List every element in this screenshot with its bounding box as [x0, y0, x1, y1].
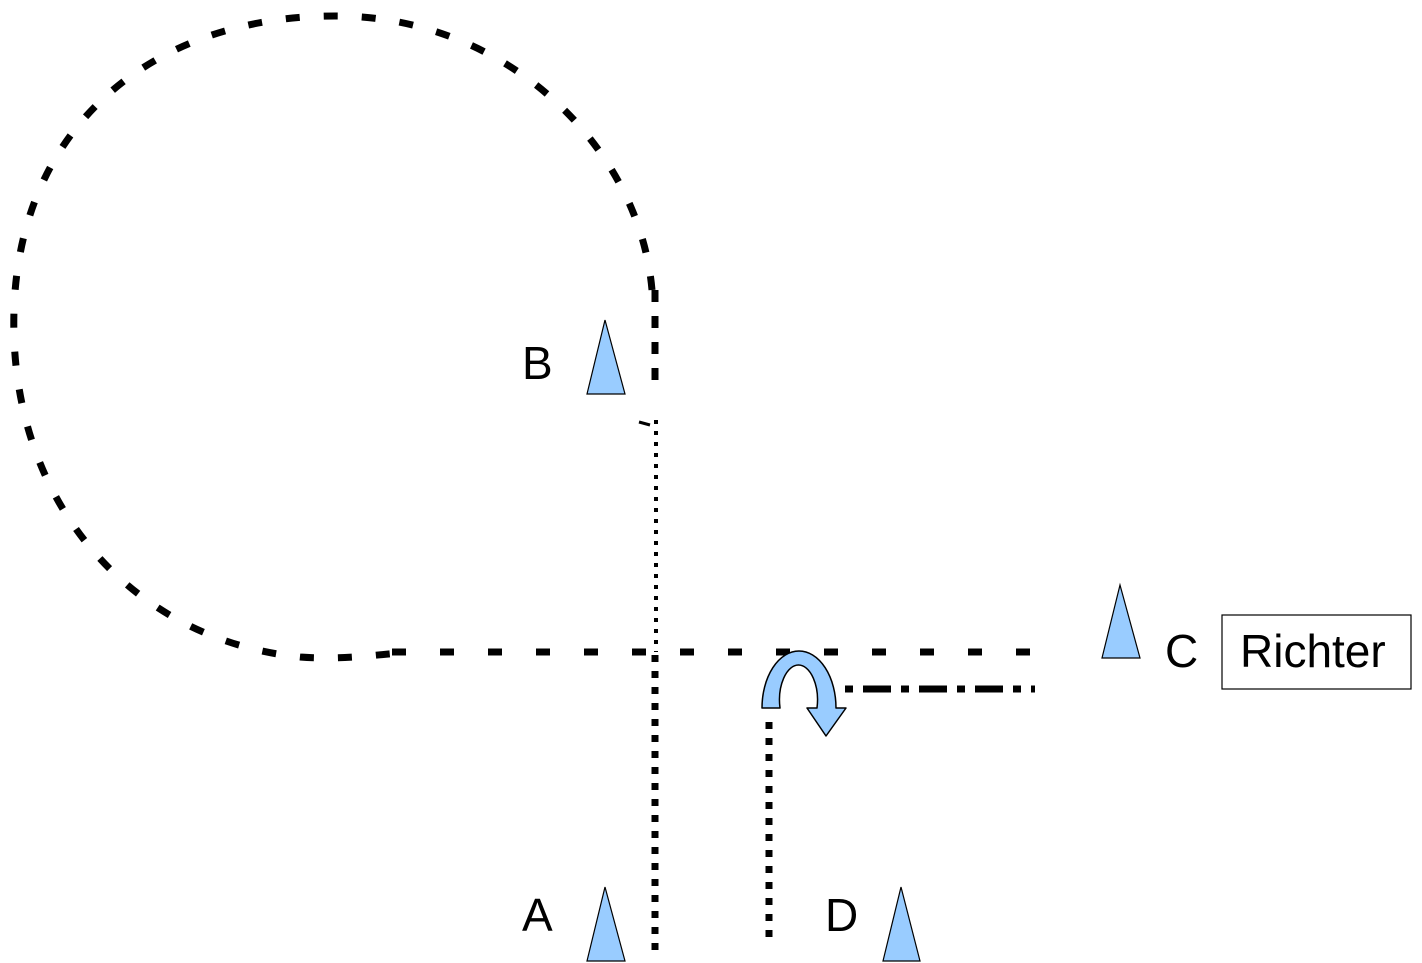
loop-tick — [638, 420, 651, 427]
loop-connector — [651, 290, 659, 389]
marker-label-d: D — [825, 889, 858, 941]
marker-label-b: B — [522, 337, 553, 389]
marker-label-a: A — [522, 889, 553, 941]
cone-c-icon — [1101, 582, 1141, 659]
judge-box: Richter — [1221, 614, 1412, 690]
cone-b-icon — [586, 319, 626, 395]
loop-path-dashed — [10, 12, 656, 662]
marker-label-c: C — [1165, 625, 1198, 677]
cone-d-icon — [882, 886, 921, 962]
cone-a-icon — [586, 886, 626, 962]
judge-box-label: Richter — [1240, 625, 1386, 677]
u-turn-arrow-icon — [761, 650, 847, 737]
